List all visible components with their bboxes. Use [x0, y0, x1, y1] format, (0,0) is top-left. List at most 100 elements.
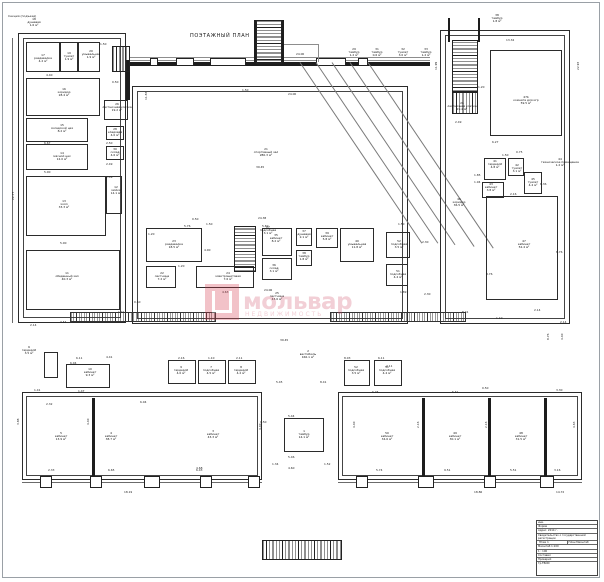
dim-line-left [12, 38, 13, 323]
dim-2-17-r: 2.14 [534, 308, 541, 312]
dim-2-46: 2.49 [106, 175, 113, 179]
room-51b-outline [374, 360, 402, 386]
room-22-outline [146, 266, 176, 288]
footing-7 [418, 476, 434, 488]
dim-left-22-77: 22.77 [11, 191, 15, 200]
dim-1-50: 1.50 [242, 88, 249, 92]
dim-5-60: 4.41 [106, 355, 113, 359]
dim-0-75: 6.04 [70, 361, 77, 365]
dim-6-36: 1.47 [78, 389, 85, 393]
dim-5-62: 3.54 [60, 320, 67, 324]
title-block: инв. Форма Адрес: 2014 г. Свидетельство … [536, 520, 598, 576]
dim-6-43: 6.43 [196, 468, 203, 472]
dim-9-55: 5.45 [276, 380, 283, 384]
stairs-bottom [262, 540, 342, 560]
dim-1-52: 3.30 [556, 388, 563, 392]
dim-4-67: 0.75 [516, 150, 523, 154]
hatch-band-left [70, 312, 216, 322]
dim-1-20-b: 1.20 [178, 264, 185, 268]
footing-2 [90, 476, 102, 488]
room-47b-outline [490, 50, 562, 136]
stair-lead-2 [318, 44, 319, 62]
room-45-outline [524, 172, 542, 194]
dim-2-17: 2.14 [30, 323, 37, 327]
dim-5-51: 5.51 [510, 468, 517, 472]
opening-5 [358, 58, 368, 66]
dim-4-31: 5.60 [262, 224, 269, 228]
dim-4-60: 1.34 [272, 462, 279, 466]
dim-6-65: 6.65 [108, 468, 115, 472]
dim-1-50-r: 1.50 [398, 222, 405, 226]
room-40-outline [340, 228, 374, 262]
room-52b-outline [344, 360, 370, 386]
dim-18-86: 18.86 [474, 490, 483, 494]
dim-1-27: 1.20 [478, 85, 485, 89]
dim-4-00: 4.00 [204, 248, 211, 252]
dim-1-10: 1.10 [208, 356, 215, 360]
room-16-outline [26, 78, 100, 116]
left-connector-wall [126, 60, 130, 100]
dim-1-94: 1.94 [474, 180, 481, 184]
top-spine-wall [130, 62, 430, 66]
opening-2 [176, 58, 194, 66]
room-17-outline [26, 42, 60, 72]
lower-left-partition [92, 398, 95, 476]
right-wing-outline [440, 30, 570, 324]
stairs-right-top [452, 40, 478, 92]
dim-2-32: 2.32 [46, 402, 53, 406]
stairs-central [234, 226, 256, 272]
room-37-outline [296, 228, 312, 246]
dim-5-46: 4.60 [288, 466, 295, 470]
dim-2-33: 2.33 [48, 468, 55, 472]
footing-8 [484, 476, 496, 488]
dim-6-04: 6.04 [140, 400, 147, 404]
room-36-outline [262, 258, 292, 280]
room-38-outline [296, 250, 312, 266]
tb-row-0: инв. [537, 521, 597, 526]
tb-row-2: Адрес: 2014 г. [537, 529, 597, 534]
stairs-top-middle [256, 20, 282, 64]
tb-cell-plan: План Масштаб [568, 541, 589, 545]
dim-5-45: 5.44 [288, 414, 295, 418]
dim-1-85: 1.85 [474, 173, 481, 177]
opening-1 [150, 58, 158, 66]
dim-3-40: 8.03 [344, 356, 351, 360]
dim-5-98: 4.40 [258, 423, 262, 430]
dim-9-00: 2.16 [416, 421, 420, 428]
dim-1-89: 1.89 [400, 290, 407, 294]
dim-2-48: 2.49 [455, 120, 462, 124]
dim-6-27: 6.27 [492, 140, 499, 144]
lower-right-inner [342, 396, 578, 476]
room-52-outline [386, 232, 410, 258]
dim-2-11: 2.11 [236, 356, 243, 360]
dim-8-70: 8.76 [546, 333, 550, 340]
tb-row-8: Составил [537, 554, 597, 559]
dim-0-40: 0.50 [134, 300, 141, 304]
room-13-outline [26, 176, 106, 236]
dim-5-60: 4.40 [46, 73, 53, 77]
footing-5 [248, 476, 260, 488]
lower-left-inner [26, 396, 258, 476]
